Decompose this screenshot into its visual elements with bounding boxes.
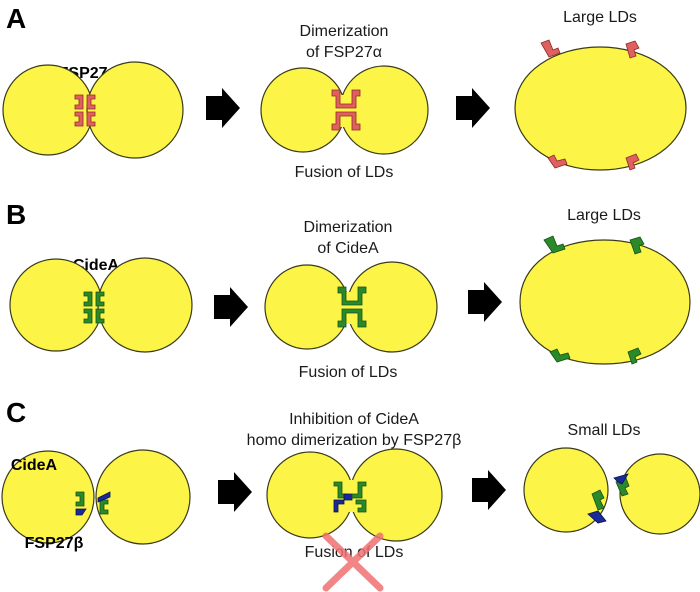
cidea-proteins xyxy=(83,291,105,324)
panel-c: C CideA FSP27β Inhibition of CideA homo … xyxy=(1,397,700,592)
arrow-icon xyxy=(214,287,248,327)
blocked-x-icon xyxy=(322,532,384,592)
lipid-droplet xyxy=(619,453,700,535)
large-ld xyxy=(519,235,691,365)
ld-pair-inhibited xyxy=(266,448,443,542)
middle-caption-line2: of FSP27α xyxy=(306,44,382,61)
fsp27a-surface-proteins xyxy=(540,39,640,171)
middle-caption-line1: Dimerization xyxy=(300,23,389,40)
ld-pair-separate xyxy=(2,61,184,159)
arrow-icon xyxy=(456,88,490,128)
lipid-droplet xyxy=(2,64,94,156)
small-ld-pair xyxy=(523,447,700,535)
ld-pair-dimerized xyxy=(260,65,429,155)
panel-letter-c: C xyxy=(6,397,26,428)
panel-letter-a: A xyxy=(6,3,26,34)
large-ld xyxy=(514,39,687,171)
panel-b: B CideA Dimerization of CideA Fusion xyxy=(6,199,691,381)
arrow-icon xyxy=(218,472,252,512)
arrow-icon xyxy=(472,470,506,510)
lipid-droplet xyxy=(523,447,609,533)
result-caption: Large LDs xyxy=(563,9,637,26)
lipid-droplet xyxy=(519,239,691,365)
ld-pair-dimerized xyxy=(264,261,438,353)
lipid-droplet xyxy=(514,46,687,171)
fsp27a-dimer xyxy=(331,89,361,131)
fusion-caption: Fusion of LDs xyxy=(305,544,404,561)
middle-caption-line1: Dimerization xyxy=(304,219,393,236)
middle-caption-line1: Inhibition of CideA xyxy=(289,411,419,428)
arrow-icon xyxy=(206,88,240,128)
cidea-fsp27b-complex xyxy=(333,481,367,513)
arrow-icon xyxy=(468,282,502,322)
middle-caption-line2: homo dimerization by FSP27β xyxy=(247,432,462,449)
cidea-fsp27b-proteins xyxy=(75,491,111,516)
cidea-label: CideA xyxy=(11,457,58,474)
lipid-droplet xyxy=(86,61,184,159)
ld-pair-separate xyxy=(9,257,193,353)
fusion-caption: Fusion of LDs xyxy=(299,364,398,381)
lipid-droplet xyxy=(97,257,193,353)
panel-letter-b: B xyxy=(6,199,26,230)
fsp27b-label: FSP27β xyxy=(25,535,84,552)
fsp27a-proteins xyxy=(74,94,96,127)
lipid-droplet xyxy=(95,449,191,545)
cidea-fsp27b-separated xyxy=(587,473,630,524)
panel-a: A FSP27α Dimerization of FSP27α xyxy=(2,3,687,181)
lipid-droplet xyxy=(1,450,95,544)
result-caption: Small LDs xyxy=(568,422,641,439)
cidea-surface-proteins xyxy=(543,235,645,365)
cidea-dimer xyxy=(337,286,367,328)
fusion-caption: Fusion of LDs xyxy=(295,164,394,181)
middle-caption-line2: of CideA xyxy=(317,240,379,257)
result-caption: Large LDs xyxy=(567,207,641,224)
ld-pair-separate xyxy=(1,449,191,545)
